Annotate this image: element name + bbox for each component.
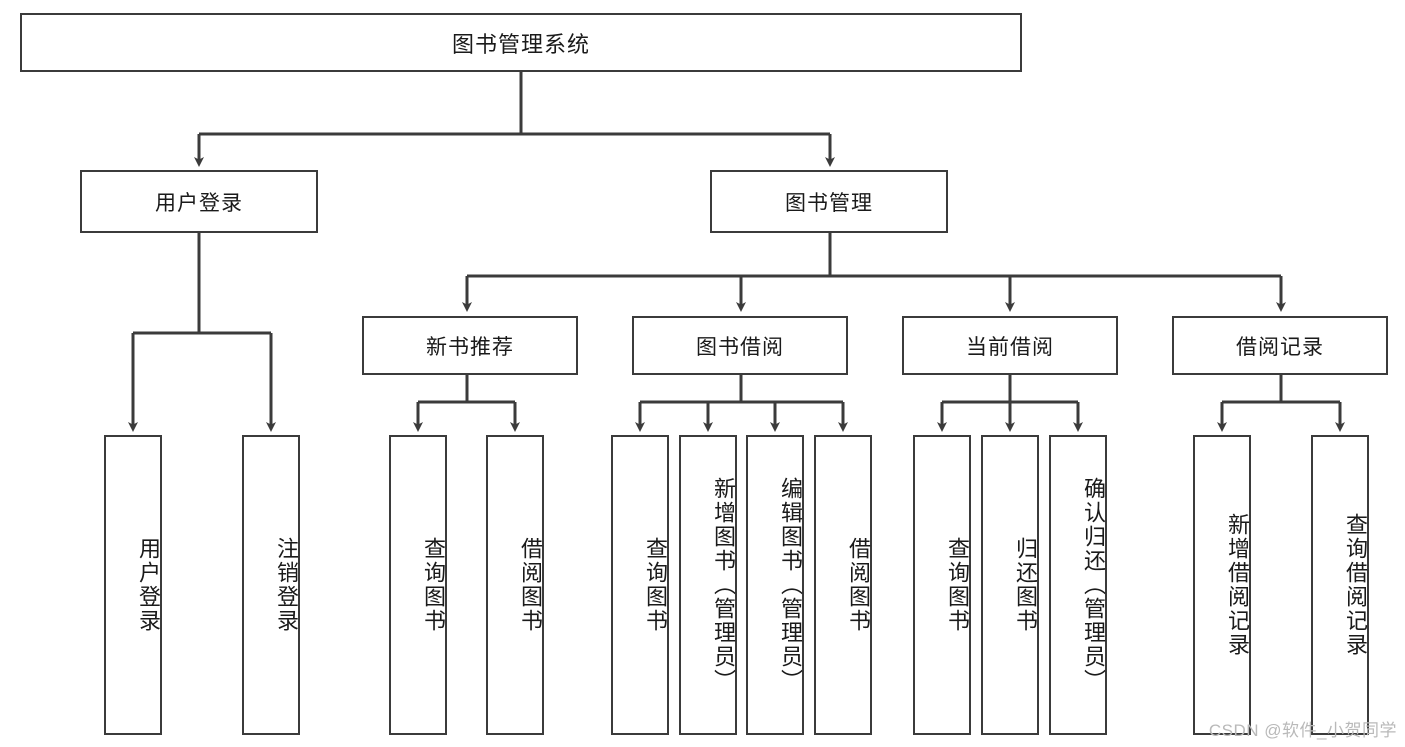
leaf-user-logout[interactable]: 注销登录 [242, 435, 300, 735]
node-label: 注销登录 [274, 537, 299, 633]
node-label: 归还图书 [1013, 537, 1038, 633]
node-label: 查询图书 [643, 537, 668, 633]
node-label: 借阅图书 [846, 537, 871, 633]
node-label: 新增图书（管理员） [711, 477, 736, 693]
leaf-return-book[interactable]: 归还图书 [981, 435, 1039, 735]
watermark: CSDN @软件_小贺同学 [1208, 721, 1397, 740]
node-borrow-record[interactable]: 借阅记录 [1172, 316, 1388, 375]
node-book-borrow[interactable]: 图书借阅 [632, 316, 848, 375]
node-root-book-management-system[interactable]: 图书管理系统 [20, 13, 1022, 72]
node-label: 新书推荐 [426, 335, 514, 359]
leaf-add-book-admin[interactable]: 新增图书（管理员） [679, 435, 737, 735]
node-label: 当前借阅 [966, 335, 1054, 359]
node-label: 查询图书 [421, 537, 446, 633]
node-label: 图书管理 [785, 191, 873, 215]
node-label: 查询图书 [945, 537, 970, 633]
node-label: 用户登录 [136, 537, 161, 633]
node-user-login[interactable]: 用户登录 [80, 170, 318, 233]
node-label: 查询借阅记录 [1343, 513, 1368, 657]
node-new-book-recommend[interactable]: 新书推荐 [362, 316, 578, 375]
node-current-borrow[interactable]: 当前借阅 [902, 316, 1118, 375]
node-label: 借阅图书 [518, 537, 543, 633]
node-label: 借阅记录 [1236, 335, 1324, 359]
leaf-add-borrow-record[interactable]: 新增借阅记录 [1193, 435, 1251, 735]
node-book-management[interactable]: 图书管理 [710, 170, 948, 233]
leaf-borrow-book-recommend[interactable]: 借阅图书 [486, 435, 544, 735]
leaf-borrow-book-borrow[interactable]: 借阅图书 [814, 435, 872, 735]
leaf-user-login[interactable]: 用户登录 [104, 435, 162, 735]
leaf-query-book-recommend[interactable]: 查询图书 [389, 435, 447, 735]
leaf-query-borrow-record[interactable]: 查询借阅记录 [1311, 435, 1369, 735]
leaf-edit-book-admin[interactable]: 编辑图书（管理员） [746, 435, 804, 735]
node-label: 图书管理系统 [451, 31, 590, 57]
node-label: 确认归还（管理员） [1081, 477, 1106, 693]
node-label: 新增借阅记录 [1225, 513, 1250, 657]
node-label: 用户登录 [155, 191, 243, 215]
leaf-confirm-return-admin[interactable]: 确认归还（管理员） [1049, 435, 1107, 735]
leaf-query-book-borrow[interactable]: 查询图书 [611, 435, 669, 735]
leaf-query-book-current[interactable]: 查询图书 [913, 435, 971, 735]
node-label: 图书借阅 [696, 335, 784, 359]
node-label: 编辑图书（管理员） [778, 477, 803, 693]
